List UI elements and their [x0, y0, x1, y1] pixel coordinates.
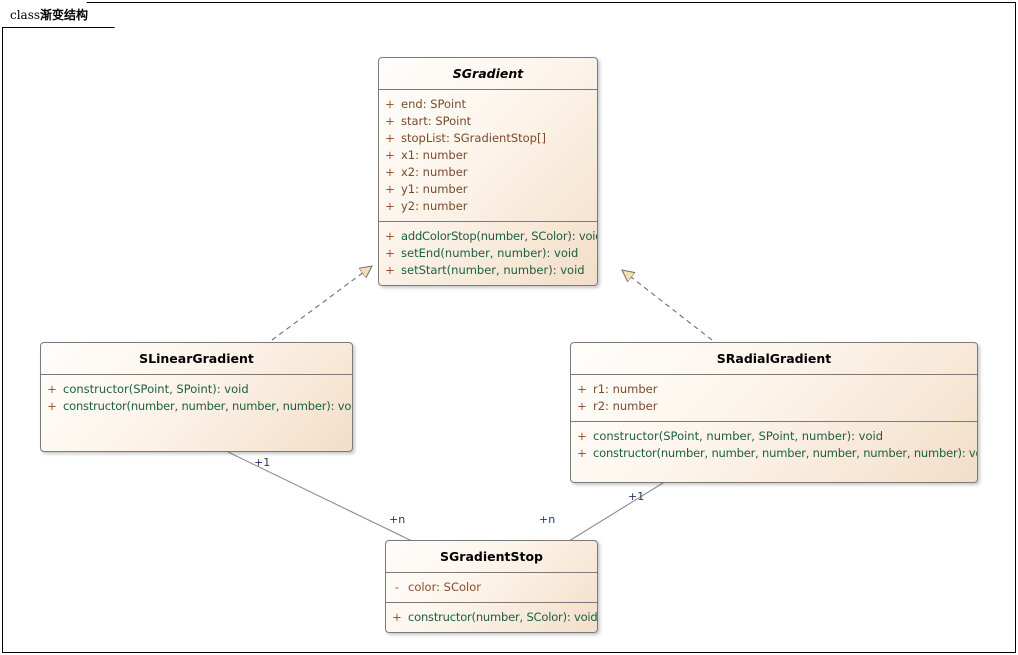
- visibility-marker: +: [577, 446, 587, 460]
- method-label: constructor(number, number, number, numb…: [63, 399, 353, 413]
- class-box-slineargradient[interactable]: SLinearGradient + constructor(SPoint, SP…: [40, 342, 353, 452]
- visibility-marker: +: [47, 382, 57, 396]
- attribute-row: + r2: number: [571, 398, 977, 415]
- realization-linear-to-gradient: [271, 266, 372, 341]
- visibility-marker: +: [385, 148, 395, 162]
- attribute-label: stopList: SGradientStop[]: [401, 131, 546, 145]
- method-row: + constructor(SPoint, number, SPoint, nu…: [571, 428, 977, 445]
- visibility-marker: +: [392, 610, 402, 624]
- visibility-marker: -: [394, 580, 400, 594]
- class-attributes-sgradient: + end: SPoint + start: SPoint + stopList…: [379, 90, 597, 222]
- attribute-label: x2: number: [401, 165, 468, 179]
- class-methods-sgradient: + addColorStop(number, SColor): void + s…: [379, 222, 597, 285]
- attribute-label: start: SPoint: [401, 114, 472, 128]
- visibility-marker: +: [385, 199, 395, 213]
- method-label: constructor(SPoint, number, SPoint, numb…: [593, 429, 884, 443]
- method-label: setEnd(number, number): void: [401, 246, 579, 260]
- realization-radial-to-gradient: [622, 270, 713, 341]
- association-linear-to-stop: [227, 451, 413, 542]
- visibility-marker: +: [385, 182, 395, 196]
- method-label: constructor(number, SColor): void: [408, 610, 598, 624]
- diagram-frame-tab: class渐变结构: [2, 2, 116, 28]
- visibility-marker: +: [385, 114, 395, 128]
- visibility-marker: +: [385, 263, 395, 277]
- frame-name: 渐变结构: [40, 8, 89, 22]
- edge-label-radial-source-multiplicity: +1: [628, 490, 645, 503]
- edge-label-linear-target-multiplicity: +n: [389, 513, 406, 526]
- association-radial-to-stop: [568, 482, 664, 542]
- class-attributes-sradialgradient: + r1: number + r2: number: [571, 375, 977, 422]
- visibility-marker: +: [385, 97, 395, 111]
- method-row: + constructor(number, number, number, nu…: [571, 445, 977, 462]
- visibility-marker: +: [47, 399, 57, 413]
- attribute-label: r2: number: [593, 399, 658, 413]
- class-methods-sradialgradient: + constructor(SPoint, number, SPoint, nu…: [571, 422, 977, 468]
- attribute-row: + end: SPoint: [379, 96, 597, 113]
- attribute-label: y2: number: [401, 199, 468, 213]
- attribute-row: + start: SPoint: [379, 113, 597, 130]
- class-methods-slineargradient: + constructor(SPoint, SPoint): void + co…: [41, 375, 352, 421]
- method-row: + constructor(number, number, number, nu…: [41, 398, 352, 415]
- method-row: + constructor(SPoint, SPoint): void: [41, 381, 352, 398]
- method-label: addColorStop(number, SColor): void: [401, 229, 598, 243]
- visibility-marker: +: [385, 246, 395, 260]
- method-row: + setStart(number, number): void: [379, 262, 597, 279]
- method-row: + setEnd(number, number): void: [379, 245, 597, 262]
- class-box-sgradient[interactable]: SGradient + end: SPoint + start: SPoint …: [378, 57, 598, 286]
- attribute-row: + stopList: SGradientStop[]: [379, 130, 597, 147]
- frame-keyword: class: [10, 8, 41, 22]
- attribute-row: - color: SColor: [386, 579, 597, 596]
- class-box-sgradientstop[interactable]: SGradientStop - color: SColor + construc…: [385, 540, 598, 633]
- method-label: constructor(SPoint, SPoint): void: [63, 382, 249, 396]
- class-title-sradialgradient: SRadialGradient: [571, 343, 977, 375]
- method-row: + addColorStop(number, SColor): void: [379, 228, 597, 245]
- class-methods-sgradientstop: + constructor(number, SColor): void: [386, 603, 597, 632]
- class-title-sgradientstop: SGradientStop: [386, 541, 597, 573]
- attribute-row: + x2: number: [379, 164, 597, 181]
- visibility-marker: +: [577, 382, 587, 396]
- visibility-marker: +: [577, 429, 587, 443]
- class-title-sgradient: SGradient: [379, 58, 597, 90]
- diagram-frame-tab-label: class渐变结构: [10, 6, 88, 23]
- visibility-marker: +: [385, 229, 395, 243]
- attribute-row: + x1: number: [379, 147, 597, 164]
- edge-label-linear-source-multiplicity: +1: [254, 456, 271, 469]
- class-attributes-sgradientstop: - color: SColor: [386, 573, 597, 603]
- edge-label-radial-target-multiplicity: +n: [539, 513, 556, 526]
- attribute-label: end: SPoint: [401, 97, 467, 111]
- method-label: constructor(number, number, number, numb…: [593, 446, 978, 460]
- attribute-label: color: SColor: [408, 580, 481, 594]
- class-box-sradialgradient[interactable]: SRadialGradient + r1: number + r2: numbe…: [570, 342, 978, 483]
- attribute-label: x1: number: [401, 148, 468, 162]
- method-row: + constructor(number, SColor): void: [386, 609, 597, 626]
- attribute-row: + y1: number: [379, 181, 597, 198]
- attribute-row: + y2: number: [379, 198, 597, 215]
- visibility-marker: +: [385, 165, 395, 179]
- visibility-marker: +: [385, 131, 395, 145]
- method-label: setStart(number, number): void: [401, 263, 585, 277]
- class-title-slineargradient: SLinearGradient: [41, 343, 352, 375]
- attribute-label: y1: number: [401, 182, 468, 196]
- visibility-marker: +: [577, 399, 587, 413]
- attribute-label: r1: number: [593, 382, 658, 396]
- attribute-row: + r1: number: [571, 381, 977, 398]
